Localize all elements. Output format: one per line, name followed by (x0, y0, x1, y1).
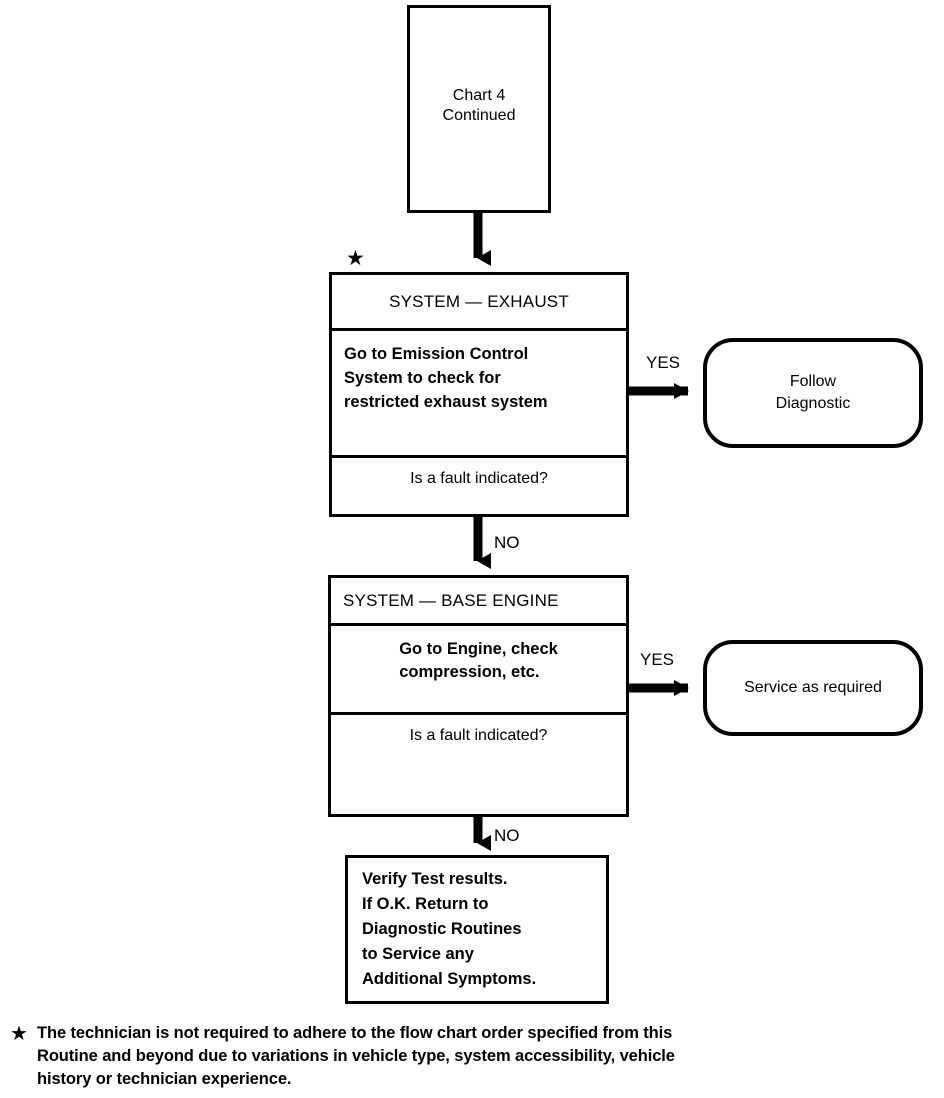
star-marker-icon: ★ (346, 247, 365, 270)
verify-test-results-label: Verify Test results. If O.K. Return to D… (362, 870, 537, 988)
system-base-engine-question: Is a fault indicated? (409, 727, 548, 744)
node-chart-4-continued[interactable]: Chart 4 Continued (407, 5, 551, 213)
node-service-as-required[interactable]: Service as required (703, 640, 923, 736)
node-system-exhaust[interactable]: SYSTEM — EXHAUST Go to Emission Control … (329, 272, 629, 517)
system-exhaust-instruction: Go to Emission Control System to check f… (332, 331, 626, 458)
follow-diagnostic-label: Follow Diagnostic (775, 373, 851, 412)
edge-label-base-engine-yes: YES (640, 650, 675, 669)
system-exhaust-header: SYSTEM — EXHAUST (332, 275, 626, 331)
node-verify-test-results[interactable]: Verify Test results. If O.K. Return to D… (345, 855, 609, 1004)
edge-label-base-engine-no: NO (494, 826, 520, 845)
node-follow-diagnostic[interactable]: Follow Diagnostic (703, 338, 923, 448)
service-as-required-label: Service as required (744, 679, 882, 696)
node-system-base-engine[interactable]: SYSTEM — BASE ENGINE Go to Engine, check… (328, 575, 629, 817)
system-base-engine-instruction: Go to Engine, check compression, etc. (331, 626, 626, 715)
footnote-star-icon: ★ (10, 1023, 28, 1045)
edge-label-exhaust-no: NO (494, 533, 520, 552)
footnote-text: The technician is not required to adhere… (37, 1024, 675, 1088)
chart-4-continued-label: Chart 4 Continued (442, 87, 516, 124)
system-exhaust-question: Is a fault indicated? (410, 470, 548, 487)
edge-label-exhaust-yes: YES (646, 353, 681, 372)
system-base-engine-header: SYSTEM — BASE ENGINE (331, 578, 626, 626)
